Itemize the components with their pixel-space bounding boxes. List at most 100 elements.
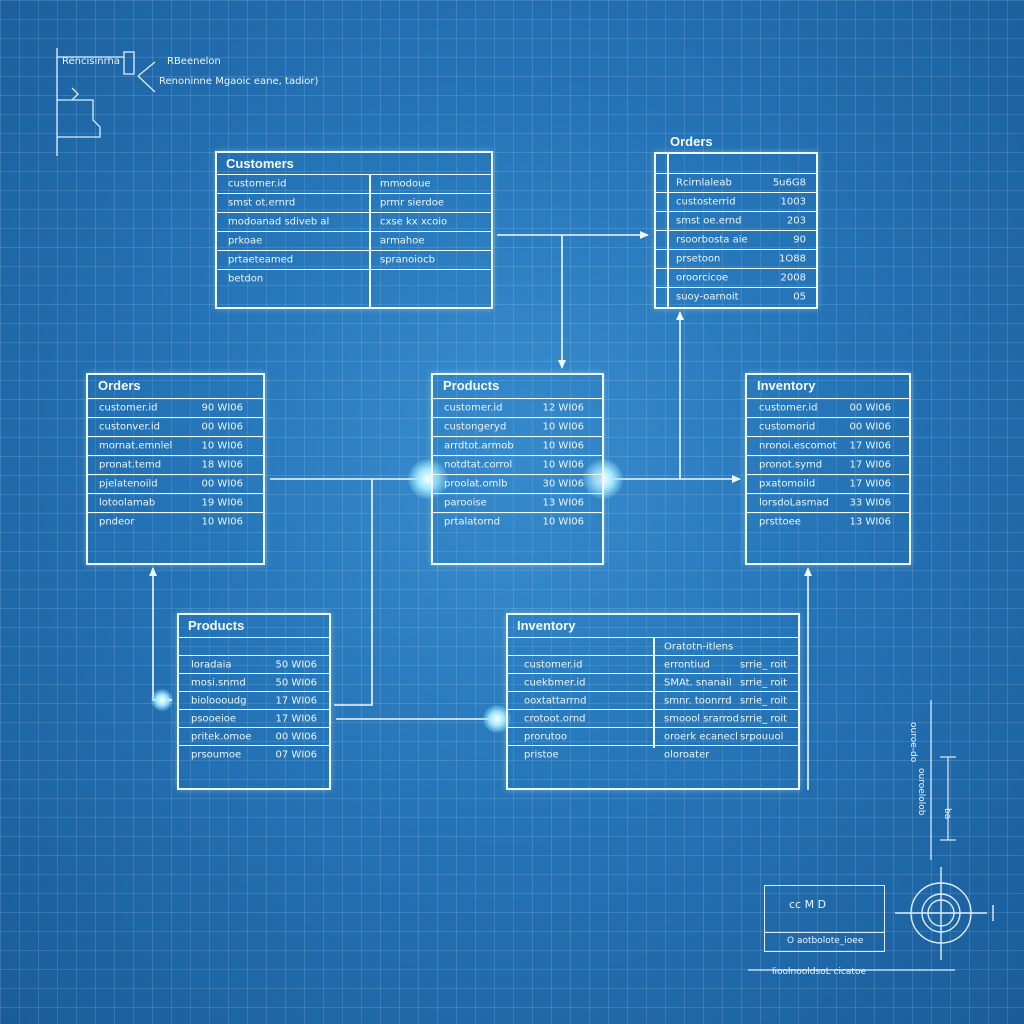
field-name: Rcirnlaleab [676,177,732,189]
field-name: notdtat.corrol [444,459,513,471]
connector-productsbottom-up [334,479,373,706]
field-type: srpouuol [740,731,784,742]
field-name: customer.id [759,402,818,414]
field-type: armahoe [380,235,425,247]
title-block-box: cc M D O aotbolote_ioee [764,885,885,952]
field-type: 10 WI06 [542,440,584,452]
field-type: 30 WI06 [542,478,584,490]
table-row[interactable]: customer.id mmodoue [217,174,491,193]
field-name: pndeor [99,516,135,528]
table-row[interactable]: prsetoon 1O88 [656,249,816,268]
field-name: psooeioe [191,713,236,724]
field-type: 12 WI06 [542,402,584,414]
connector-ordersleft-productsbottom [152,570,173,704]
box-icons: cc M D [789,898,827,911]
field-name: lorsdoLasmad [759,497,829,509]
field-name: prsoumoe [191,749,242,760]
field-name: prtalatornd [444,516,501,528]
field-name: oroorcicoe [676,272,729,284]
table-row[interactable] [179,637,329,655]
field-name: proolat.omlb [444,478,508,490]
table-row[interactable]: lorsdoLasmad 33 WI06 [747,493,909,512]
field-type: 00 WI06 [275,731,317,742]
vertical-label-c: ba [942,808,952,820]
table-row[interactable]: proolat.omlb 30 WI06 [433,474,602,493]
column-header: Oratotn-itlens [664,641,734,652]
field-name: suoy-oarnoit [676,291,739,303]
field-value: 1O88 [779,253,806,265]
field-name: prorutoo [524,731,567,742]
field-name: rsoorbosta aie [676,234,748,246]
column-divider [667,154,669,307]
field-name: prsetoon [676,253,721,265]
field-name: mosi.snmd [191,677,246,688]
table-row[interactable]: prsoumoe 07 WI06 [179,745,329,763]
table-row[interactable]: rsoorbosta aie 90 [656,230,816,249]
field-value: 2008 [780,272,806,284]
table-row[interactable]: oroorcicoe 2008 [656,268,816,287]
table-row[interactable]: psooeioe 17 WI06 [179,709,329,727]
field-name: bioloooudg [191,695,247,706]
field-type: 10 WI06 [201,440,243,452]
field-ref: smnr. toonrrd [664,695,732,706]
field-type: 50 WI06 [275,659,317,670]
field-type: 19 WI06 [201,497,243,509]
field-ref: oroerk ecanecl [664,731,738,742]
table-row[interactable]: pritek.omoe 00 WI06 [179,727,329,745]
field-value: 90 [793,234,806,246]
field-name: custonver.id [99,421,160,433]
field-type: 33 WI06 [849,497,891,509]
field-name: modoanad sdiveb al [228,216,330,228]
table-row[interactable]: betdon [217,269,491,288]
field-name: customer.id [228,178,287,190]
vertical-label-b: ouroelolob [916,768,926,816]
table-title: Orders [670,134,713,149]
field-type: 17 WI06 [275,713,317,724]
dimension-marks [748,700,956,971]
field-ref: SMAt. snanail [664,677,732,688]
field-type: mmodoue [380,178,431,190]
box-label: O aotbolote_ioee [787,936,864,946]
field-name: crotoot.ornd [524,713,586,724]
field-type: 07 WI06 [275,749,317,760]
field-name: pritek.omoe [191,731,252,742]
